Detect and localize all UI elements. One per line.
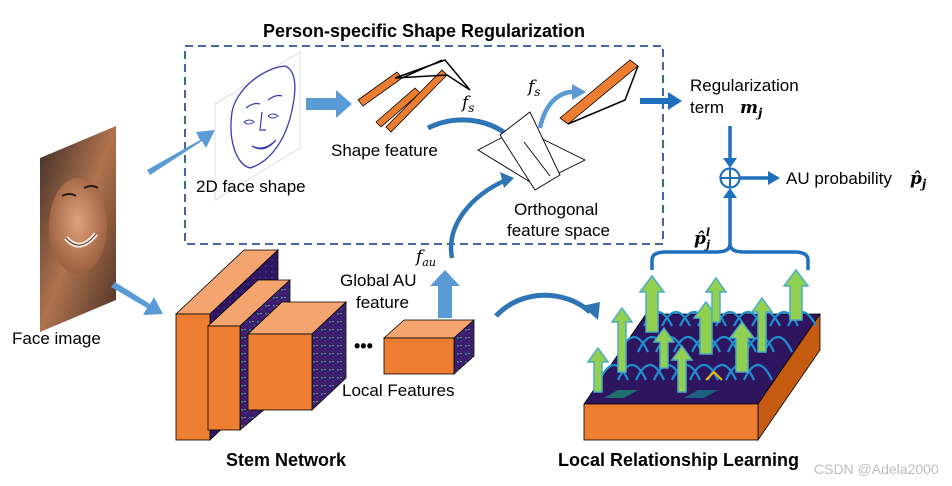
diagram-title: Person-specific Shape Regularization — [263, 21, 585, 41]
shape-to-feature-arrow — [306, 90, 352, 118]
local-features-label: Local Features — [342, 381, 454, 400]
face-shape-label: 2D face shape — [196, 177, 306, 196]
shape-feature-bars — [357, 59, 471, 133]
watermark: CSDN @Adela2000 — [814, 461, 939, 477]
global-au-label-2: feature — [356, 293, 409, 312]
global-au-arrow — [430, 270, 460, 318]
regularized-feature-bar — [559, 59, 639, 125]
face-image-label: Face image — [12, 329, 101, 348]
local-bracket — [650, 243, 810, 270]
regularization-label-1: Regularization — [690, 76, 799, 95]
face-to-shape-arrow — [147, 130, 215, 175]
local-relationship-label: Local Relationship Learning — [558, 450, 799, 470]
local-to-relationship-curve — [494, 292, 592, 318]
face-photo — [40, 126, 116, 332]
to-regularization-arrow — [640, 92, 682, 110]
stem-network-label: Stem Network — [226, 450, 347, 470]
global-to-orthogonal-curve — [448, 177, 507, 259]
fs-top-label: fs — [526, 77, 540, 99]
regularization-dashed-box — [184, 45, 664, 245]
m-j-label: mj — [740, 98, 763, 120]
ellipsis: ••• — [354, 336, 373, 356]
face-to-stem-arrow — [111, 282, 163, 315]
local-feature-block — [382, 319, 476, 375]
fs-mid-label: fs — [460, 93, 474, 115]
orthogonal-planes — [477, 111, 587, 191]
orthogonal-label-2: feature space — [507, 221, 610, 240]
global-au-label-1: Global AU — [340, 271, 417, 290]
face-sketch-icon — [214, 51, 301, 201]
shape-feature-label: Shape feature — [331, 141, 438, 160]
local-relationship-block — [583, 268, 821, 442]
sum-circle-icon — [719, 167, 741, 189]
fau-label: fau — [414, 247, 436, 269]
p-hat-label: p̂j — [910, 169, 927, 191]
au-probability-label: AU probability — [786, 169, 892, 188]
stem-network — [174, 249, 348, 441]
regularization-label-2: term — [690, 98, 724, 117]
orthogonal-label-1: Orthogonal — [514, 200, 598, 219]
